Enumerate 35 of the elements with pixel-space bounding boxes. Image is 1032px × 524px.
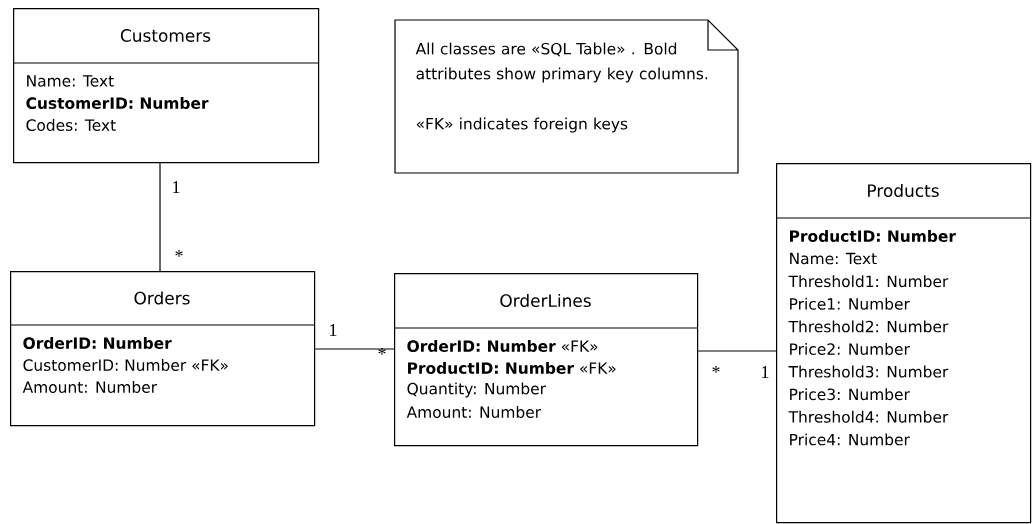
attribute-text: Price4: Number	[790, 433, 910, 446]
attribute-text: Quantity: Number	[407, 382, 546, 398]
attribute-text: CustomerID: Number «FK»	[23, 359, 228, 371]
attribute-text: OrderID: Number	[23, 337, 172, 349]
association-line	[159, 162, 161, 272]
multiplicity-label: 1	[173, 181, 180, 193]
attribute-text: OrderID: Number «FK»	[407, 340, 598, 352]
attribute-text: Price2: Number	[790, 343, 910, 355]
attribute-text: Threshold4: Number	[788, 410, 949, 423]
multiplicity-label: *	[175, 250, 183, 257]
class-name: Products	[868, 183, 939, 198]
attribute-text: Threshold3: Number	[788, 365, 949, 378]
multiplicity-label: *	[378, 348, 386, 355]
attribute-text: ProductID: Number «FK»	[408, 362, 616, 374]
attribute-text: Name: Text	[27, 75, 114, 87]
note-text: All classes are «SQL Table» . Bold attributes show primary key columns.	[415, 42, 708, 83]
class-name: Customers	[120, 29, 211, 42]
attribute-text: ProductID: Number	[790, 230, 956, 242]
association-line	[314, 348, 395, 350]
attribute-text: Threshold2: Number	[788, 320, 949, 333]
attribute-text: Threshold1: Number	[788, 275, 949, 288]
association-line	[697, 350, 777, 352]
attribute-text: Codes: Text	[26, 119, 116, 131]
class-name: Orders	[134, 291, 190, 305]
class-name: OrderLines	[500, 293, 591, 308]
attribute-text: Amount: Number	[406, 406, 542, 418]
multiplicity-label: *	[712, 366, 720, 373]
note-text: «FK» indicates foreign keys	[416, 117, 628, 133]
multiplicity-label: 1	[330, 324, 337, 336]
multiplicity-label: 1	[762, 366, 769, 378]
attribute-text: Amount: Number	[22, 381, 158, 393]
attribute-text: Price3: Number	[790, 388, 910, 401]
attribute-text: CustomerID: Number	[26, 97, 209, 109]
attribute-text: Name: Text	[790, 252, 877, 265]
attribute-text: Price1: Number	[790, 297, 910, 310]
